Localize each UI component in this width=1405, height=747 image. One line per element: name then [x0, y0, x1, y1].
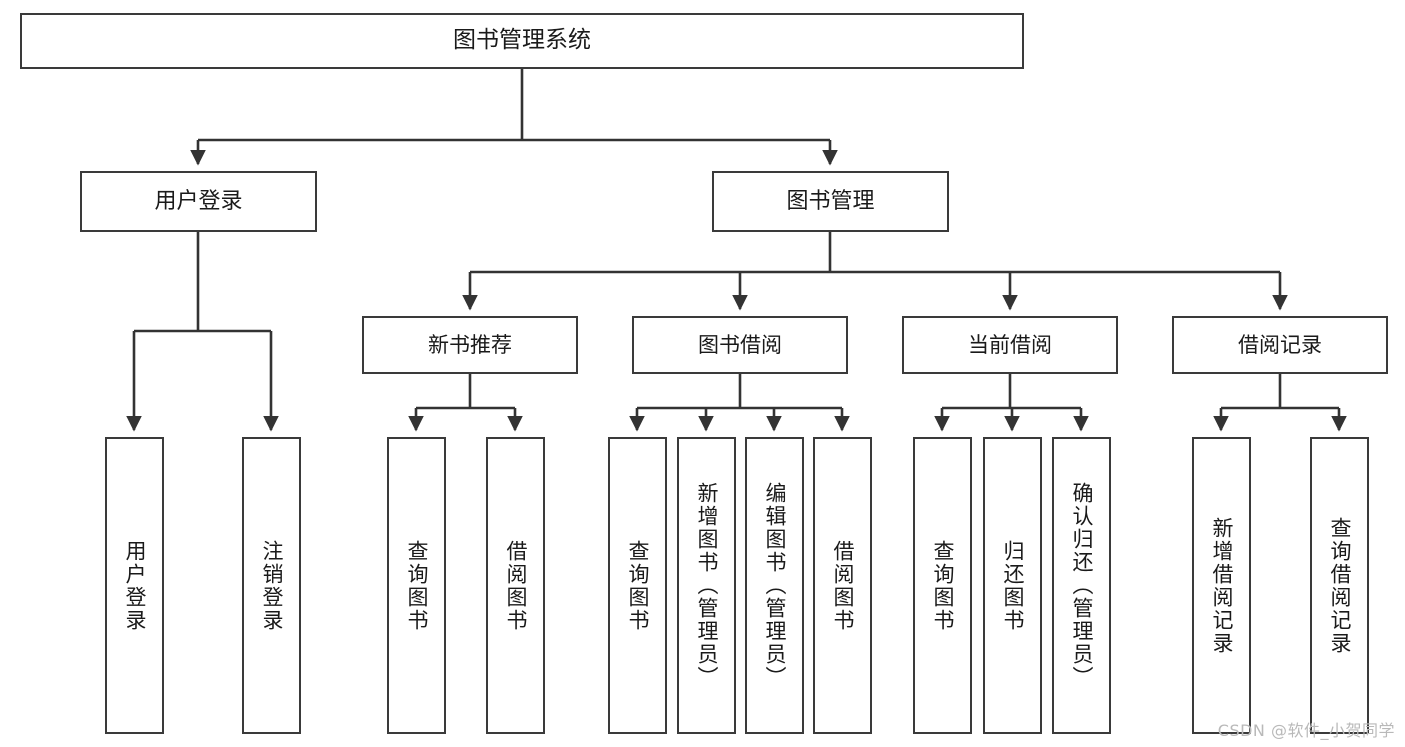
node-borrow-record[interactable]: 借阅记录	[1172, 316, 1388, 374]
node-leaf-query-book[interactable]: 查询图书	[608, 437, 667, 734]
node-leaf-query-book-rec-label: 查询图书	[405, 539, 429, 632]
node-user-login-label: 用户登录	[154, 188, 243, 214]
node-book-borrow-label: 图书借阅	[698, 332, 782, 357]
node-book-manage-label: 图书管理	[786, 188, 875, 214]
node-leaf-borrow-book-rec[interactable]: 借阅图书	[486, 437, 545, 734]
node-root-label: 图书管理系统	[453, 27, 591, 54]
node-root-system[interactable]: 图书管理系统	[20, 13, 1024, 69]
node-leaf-query-book-rec[interactable]: 查询图书	[387, 437, 446, 734]
node-leaf-user-logout[interactable]: 注销登录	[242, 437, 301, 734]
node-current-borrow-label: 当前借阅	[968, 332, 1052, 357]
node-leaf-user-login-label: 用户登录	[123, 539, 147, 632]
node-leaf-add-record[interactable]: 新增借阅记录	[1192, 437, 1251, 734]
node-leaf-edit-book[interactable]: 编辑图书（管理员）	[745, 437, 804, 734]
node-leaf-query-book-label: 查询图书	[626, 539, 650, 632]
node-book-borrow[interactable]: 图书借阅	[632, 316, 848, 374]
node-leaf-borrow-book[interactable]: 借阅图书	[813, 437, 872, 734]
node-leaf-return-book[interactable]: 归还图书	[983, 437, 1042, 734]
node-leaf-add-book[interactable]: 新增图书（管理员）	[677, 437, 736, 734]
node-leaf-user-logout-label: 注销登录	[260, 539, 284, 632]
node-leaf-edit-book-label: 编辑图书（管理员）	[763, 482, 787, 689]
node-borrow-record-label: 借阅记录	[1238, 332, 1322, 357]
node-book-manage[interactable]: 图书管理	[712, 171, 949, 232]
node-leaf-confirm-return-label: 确认归还（管理员）	[1070, 482, 1094, 689]
node-leaf-add-record-label: 新增借阅记录	[1210, 516, 1234, 655]
node-leaf-query-record-label: 查询借阅记录	[1328, 516, 1352, 655]
node-leaf-query-book-cur[interactable]: 查询图书	[913, 437, 972, 734]
node-leaf-add-book-label: 新增图书（管理员）	[695, 482, 719, 689]
node-leaf-query-record[interactable]: 查询借阅记录	[1310, 437, 1369, 734]
node-leaf-confirm-return[interactable]: 确认归还（管理员）	[1052, 437, 1111, 734]
node-leaf-return-book-label: 归还图书	[1001, 539, 1025, 632]
node-leaf-borrow-book-label: 借阅图书	[831, 539, 855, 632]
node-new-book-rec[interactable]: 新书推荐	[362, 316, 578, 374]
node-leaf-user-login[interactable]: 用户登录	[105, 437, 164, 734]
node-current-borrow[interactable]: 当前借阅	[902, 316, 1118, 374]
node-leaf-query-book-cur-label: 查询图书	[931, 539, 955, 632]
node-new-book-rec-label: 新书推荐	[428, 332, 512, 357]
node-user-login[interactable]: 用户登录	[80, 171, 317, 232]
node-leaf-borrow-book-rec-label: 借阅图书	[504, 539, 528, 632]
